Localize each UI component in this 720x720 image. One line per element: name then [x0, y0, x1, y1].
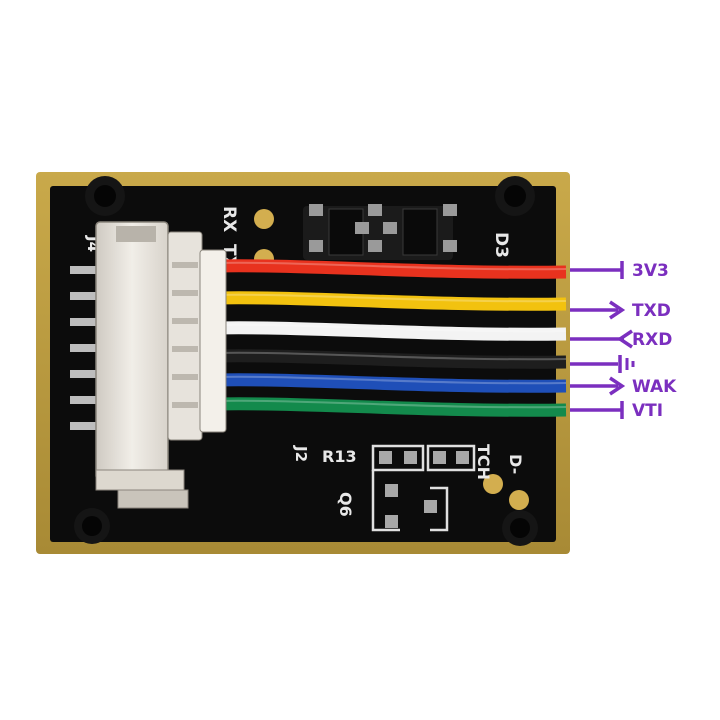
- silk-d-minus: D-: [506, 454, 525, 474]
- wire-wak: [213, 373, 567, 393]
- wire-highlight: [213, 399, 567, 409]
- pin-label-wak: WAK: [632, 377, 677, 397]
- pin-annotation-txd: TXD: [570, 300, 671, 321]
- pin-annotation-rxd: RXD: [570, 329, 672, 350]
- wire-gnd: [213, 349, 567, 369]
- silk-d3: D3: [491, 232, 511, 258]
- wire-vti: [213, 397, 567, 417]
- pin-label-vti: VTI: [632, 401, 663, 421]
- connector-pins: [70, 266, 104, 430]
- gold-pads: [254, 209, 529, 510]
- pin-annotation-wak: WAK: [570, 376, 677, 397]
- pin-label-rxd: RXD: [632, 330, 672, 350]
- smd-components-bottom: [371, 444, 476, 532]
- wire-bundle: [213, 259, 567, 417]
- smd-components-top: [303, 204, 457, 260]
- pin-annotation-gnd: [570, 355, 635, 373]
- pin-annotation-3v3: 3V3: [570, 261, 669, 281]
- mounting-hole-top-right: [495, 176, 535, 216]
- wire-highlight: [213, 351, 567, 361]
- wire-3v3: [213, 259, 567, 279]
- smd-pads-bottom: [379, 451, 469, 528]
- wire-txd: [213, 291, 567, 311]
- silk-j2: J2: [292, 445, 310, 462]
- pin-label-txd: TXD: [632, 301, 671, 321]
- wire-highlight: [213, 375, 567, 385]
- pin-label-3v3: 3V3: [632, 261, 669, 281]
- silk-tch: TCH: [474, 444, 493, 480]
- wire-highlight: [213, 323, 567, 333]
- mounting-hole-top-left: [85, 176, 125, 216]
- wire-rxd: [213, 321, 567, 341]
- silk-q6: Q6: [336, 492, 355, 517]
- mounting-hole-bottom-left: [74, 508, 110, 544]
- pin-annotation-vti: VTI: [570, 401, 663, 421]
- arrow-right-icon: [609, 300, 626, 320]
- connector-slots: [172, 262, 198, 408]
- arrow-right-icon: [609, 376, 626, 396]
- silk-r13: R13: [322, 447, 357, 466]
- jst-connector: [95, 221, 227, 509]
- wire-highlight: [213, 261, 567, 271]
- arrow-left-icon: [616, 329, 633, 349]
- mounting-hole-bottom-right: [502, 510, 538, 546]
- silk-rx: RX: [219, 206, 239, 232]
- wire-highlight: [213, 293, 567, 303]
